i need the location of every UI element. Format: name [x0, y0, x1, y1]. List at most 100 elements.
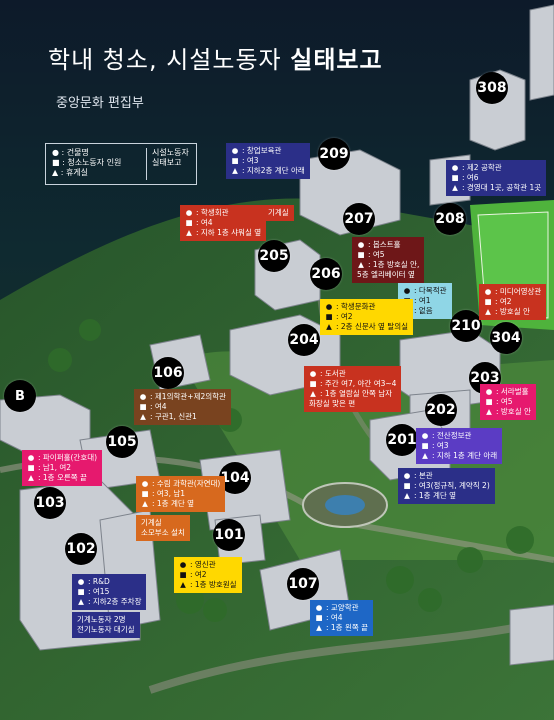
tag-marker: ●: [231, 146, 239, 155]
tag-marker: ●: [185, 208, 193, 217]
building-info-tag: ●: 파이퍼홀(간호대)■: 남1, 여2▲: 1층 오른쪽 끝: [22, 450, 103, 486]
tag-line: ▲: 1층 방호실 안,: [357, 260, 419, 270]
tag-text: : 남1, 여2: [38, 463, 72, 472]
tag-marker: ●: [27, 453, 35, 462]
building-badge: 201: [386, 424, 418, 456]
tag-marker: ●: [325, 302, 333, 311]
tag-text: : 미디어영상관: [495, 287, 542, 296]
tag-line: 5층 엘리베이터 옆: [357, 270, 419, 280]
tag-text: : 도서관: [320, 369, 346, 378]
tag-marker: ●: [421, 431, 429, 440]
building-badge: 207: [343, 203, 375, 235]
tag-marker: ■: [139, 402, 147, 411]
tag-line: ●: 다목적관: [403, 286, 447, 296]
building-info-tag: ●: 본관■: 여3(정규직, 계약직 2)▲: 1층 계단 옆: [398, 468, 495, 504]
tag-marker: ■: [485, 397, 493, 406]
building-badge: B: [4, 380, 36, 412]
tag-marker: ■: [484, 297, 492, 306]
tag-line: ■: 여4: [185, 218, 261, 228]
tag-line: ■: 여3: [231, 156, 305, 166]
page-title: 학내 청소, 시설노동자 실태보고: [48, 46, 383, 74]
tag-text: 전기노동자 대기실: [77, 625, 135, 634]
tag-marker: ●: [179, 560, 187, 569]
legend-item-workers: ■ : 청소노동자 인원: [52, 158, 122, 167]
tag-line: ■: 주간 여7, 야간 여3~4: [309, 379, 396, 389]
tag-text: : 여5: [496, 397, 513, 406]
tag-line: ▲: 지하 1층 샤워실 옆: [185, 228, 261, 238]
tag-text: : 경영대 1곳, 공학관 1곳: [462, 183, 542, 192]
tag-line: 기계실: [141, 518, 185, 528]
tag-text: : 전산정보관: [432, 431, 472, 440]
tag-marker: ■: [325, 312, 333, 321]
tag-marker: ■: [27, 463, 35, 472]
tag-text: : 1층 오른쪽 끝: [38, 473, 87, 482]
building-info-tag: ●: 학생문화관■: 여2▲: 2층 신문사 옆 탈의실: [320, 299, 414, 335]
tag-text: : 여15: [88, 587, 110, 596]
tag-text: : 여4: [326, 613, 343, 622]
building-info-tag: ●: 학생회관■: 여4▲: 지하 1층 샤워실 옆: [180, 205, 267, 241]
tag-marker: ■: [185, 218, 193, 227]
tag-marker: ▲: [186, 228, 192, 237]
tag-text: : 제1의학관+제2의학관: [150, 392, 226, 401]
building-info-tag: ●: 제1의학관+제2의학관■: 여4▲: 구관1, 신관1: [134, 389, 231, 425]
tag-line: ●: R&D: [77, 577, 141, 587]
building-info-tag: ●: 제2 공학관■: 여6▲: 경영대 1곳, 공학관 1곳: [446, 160, 547, 196]
tag-text: : 여4: [196, 218, 213, 227]
tag-text: : 여2: [190, 570, 207, 579]
tag-line: ●: 미디어영상관: [484, 287, 542, 297]
tag-line: ●: 수림 과학관(자연대): [141, 479, 221, 489]
tag-text: : 본관: [414, 471, 433, 480]
tag-line: ▲: 1층 방호원실: [179, 580, 236, 590]
tag-text: : 여2: [336, 312, 353, 321]
tag-text: 화장실 맞은 편: [309, 399, 356, 408]
tag-marker: ▲: [180, 580, 186, 589]
tag-marker: ●: [315, 603, 323, 612]
legend-side-line: 실태보고: [152, 158, 182, 167]
tag-text: : 봅스트홀: [368, 240, 401, 249]
tag-line: ■: 여6: [451, 173, 541, 183]
tag-line: 기계노동자 2명: [77, 615, 135, 625]
building-info-tag: ●: 봅스트홀■: 여5▲: 1층 방호실 안,5층 엘리베이터 옆: [352, 237, 425, 283]
building-info-tag: ●: 서라벌홀■: 여5▲: 방호실 안: [480, 384, 536, 420]
tag-line: ●: 전산정보관: [421, 431, 497, 441]
tag-line: ▲: 1층 계단 옆: [141, 499, 220, 509]
tag-marker: ▲: [422, 451, 428, 460]
tag-text: 5층 엘리베이터 옆: [357, 270, 415, 279]
tag-line: ▲: 방호실 안: [485, 407, 531, 417]
tag-text: : 창업보육관: [242, 146, 282, 155]
building-badge: 105: [106, 426, 138, 458]
tag-text: : 1층 계단 옆: [414, 491, 457, 500]
tag-line: ▲: 1층 열람실 안쪽 남자: [309, 389, 396, 399]
legend-item-restroom: ▲ : 휴게실: [52, 168, 89, 177]
building-info-tag: ●: 교양학관■: 여4▲: 1층 왼쪽 끝: [310, 600, 374, 636]
tag-line: ●: 파이퍼홀(간호대): [27, 453, 97, 463]
tag-text: : 영신관: [190, 560, 216, 569]
tag-text: 기계노동자 2명: [77, 615, 126, 624]
building-badge: 210: [450, 310, 482, 342]
tag-line: ●: 본관: [403, 471, 490, 481]
building-badge: 103: [34, 487, 66, 519]
tag-marker: ▲: [316, 623, 322, 632]
tag-marker: ●: [357, 240, 365, 249]
building-info-tag: ●: 수림 과학관(자연대)■: 여3, 남1▲: 1층 계단 옆: [136, 476, 226, 512]
legend-side-line: 시설노동자: [152, 148, 189, 157]
tag-line: 화장실 맞은 편: [309, 399, 396, 409]
tag-marker: ●: [139, 392, 147, 401]
building-info-tag: ●: 미디어영상관■: 여2▲: 방호실 안: [479, 284, 547, 320]
tag-marker: ■: [179, 570, 187, 579]
tag-marker: ■: [315, 613, 323, 622]
building-badge: 204: [288, 324, 320, 356]
tag-text: 소모부소 설치: [141, 528, 185, 537]
tag-text: : 여1: [414, 296, 431, 305]
tag-text: : 1층 열람실 안쪽 남자: [320, 389, 393, 398]
tag-text: : 여3, 남1: [152, 489, 186, 498]
tag-text: : 여3: [432, 441, 449, 450]
tag-text: : 여3: [242, 156, 259, 165]
tag-line: ●: 봅스트홀: [357, 240, 419, 250]
tag-text: : 다목적관: [414, 286, 447, 295]
tag-marker: ▲: [404, 491, 410, 500]
tag-marker: ●: [77, 577, 85, 586]
tag-line: ■: 여2: [484, 297, 541, 307]
